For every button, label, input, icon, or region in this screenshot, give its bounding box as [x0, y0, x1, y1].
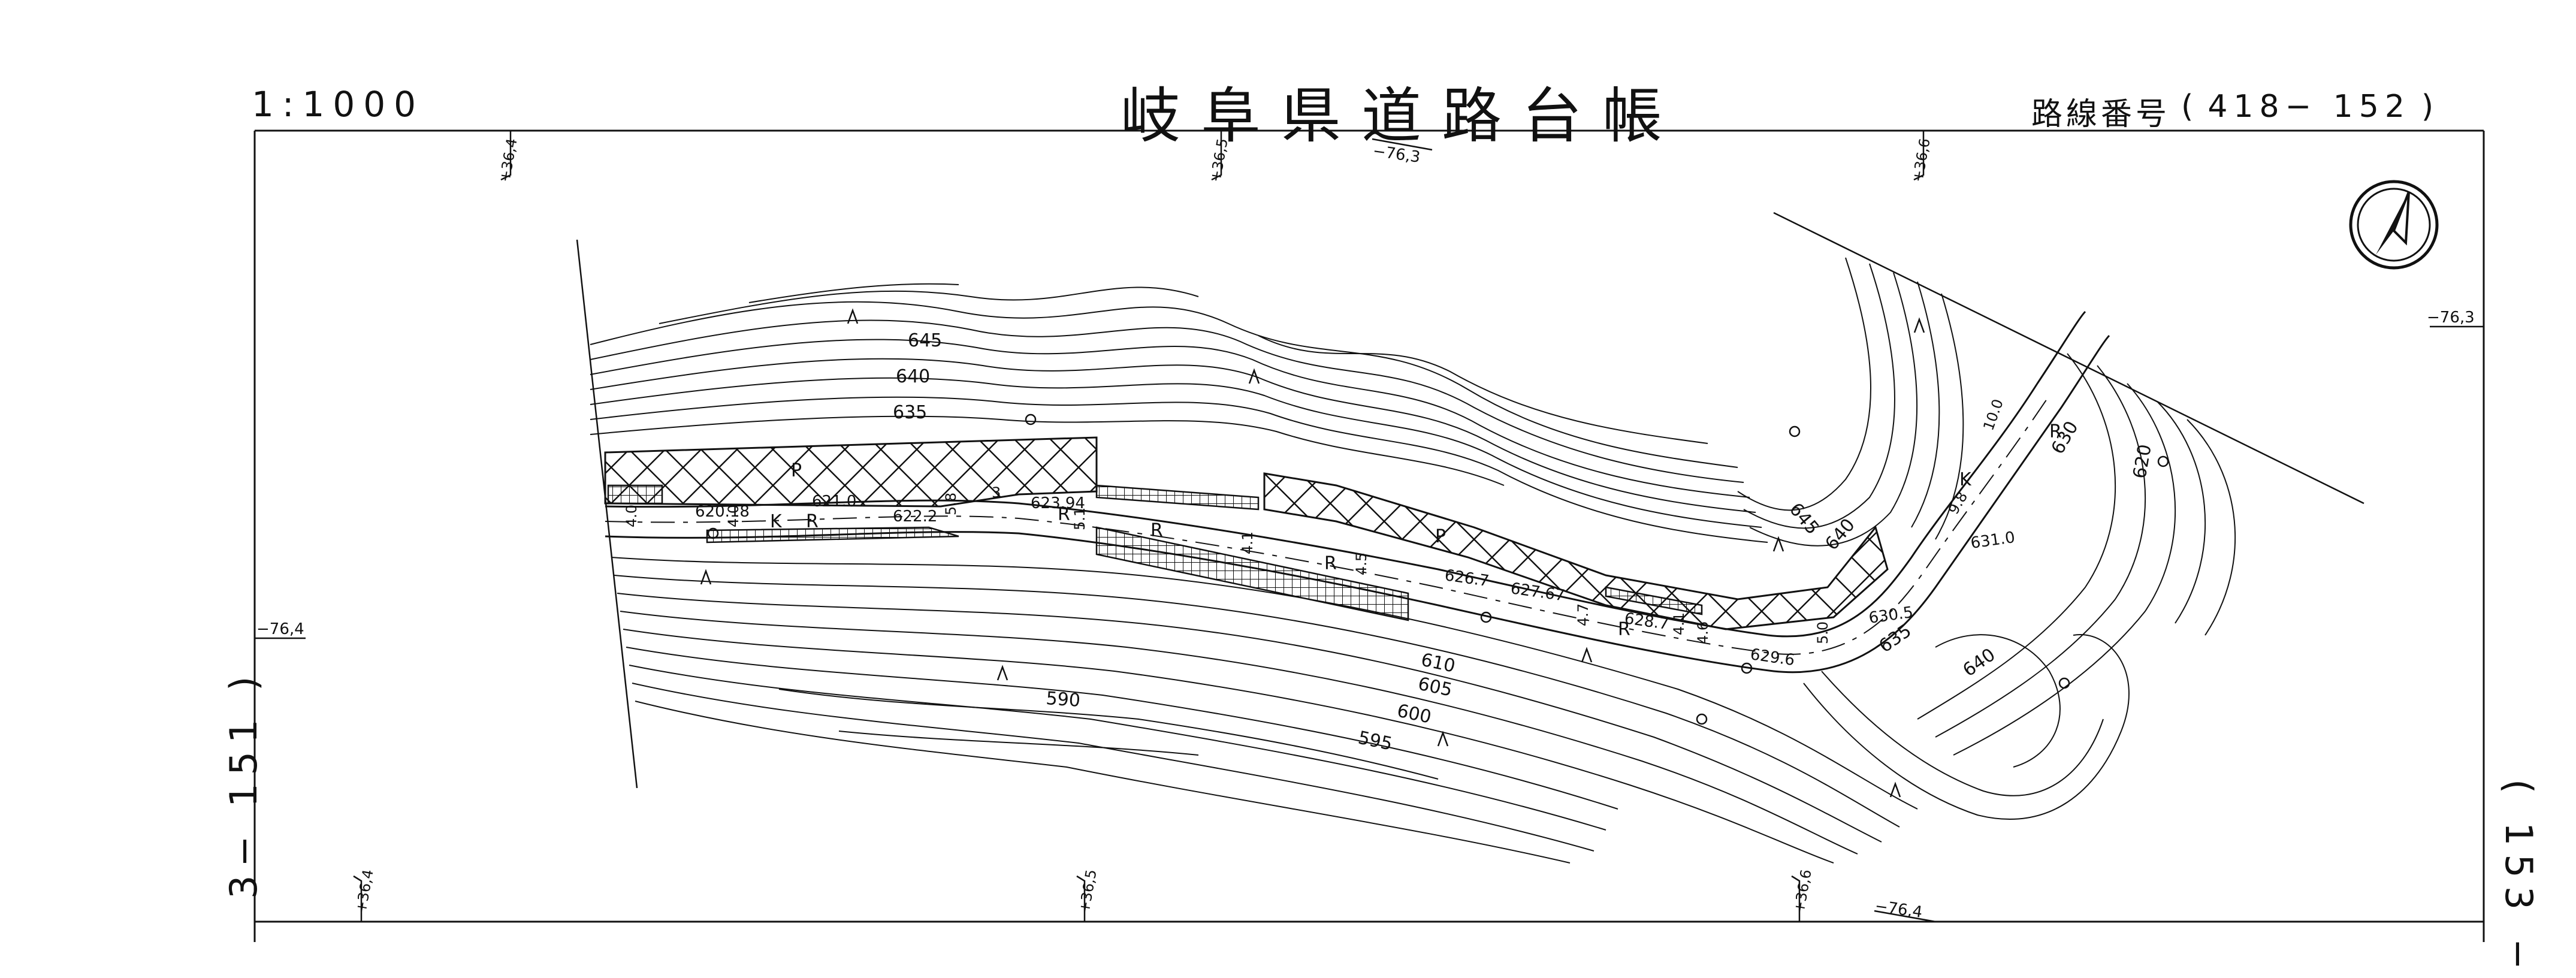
grid-label-top-2: +36,5 — [1207, 137, 1231, 183]
grid-label-right: −76,3 — [2427, 309, 2475, 327]
route-number: 418− 152 — [2207, 89, 2411, 125]
width-label: 9.8 — [1945, 489, 1971, 517]
grid-label-bottom-1: +36,4 — [352, 868, 376, 914]
contour-label: 640 — [896, 366, 930, 387]
elevation-label: 631.0 — [1970, 529, 2016, 553]
width-label: 10.0 — [1980, 397, 2007, 433]
map-drawing: +36,4 +36,5 −76,3 +36,6 −76,3 −76,4 +36,… — [253, 129, 2485, 942]
contour-label: 640 — [1821, 515, 1859, 554]
contour-label: 640 — [1959, 644, 2000, 681]
map-frame — [253, 129, 2485, 942]
width-label: 4.0 — [725, 505, 742, 527]
width-label: 4.1 — [1671, 612, 1687, 635]
elevation-label: 622.2 — [893, 508, 937, 526]
road-symbol: R — [2049, 421, 2062, 442]
contour-label: 595 — [1356, 728, 1394, 755]
road-slopes — [604, 436, 1889, 630]
survey-boundary — [576, 212, 2364, 789]
route-number-block: 路線番号 ( 418− 152 ) — [2031, 89, 2437, 134]
width-label: 5.0 — [1814, 621, 1831, 644]
contours-north — [590, 283, 1768, 543]
elevation-label: 626.7 — [1443, 566, 1490, 590]
width-label: 4.5 — [1353, 553, 1370, 575]
grid-label-bottom-2: +36,5 — [1076, 868, 1100, 914]
contour-label: 635 — [893, 402, 927, 423]
elevation-label: 629.6 — [1749, 645, 1796, 669]
width-label: 4.6 — [1695, 621, 1711, 644]
road-symbol: R — [1618, 619, 1630, 640]
elevation-label: 620.18 — [695, 503, 750, 521]
map-title: 岐阜県道路台帳 — [1121, 81, 1683, 151]
contour-label: 645 — [1785, 499, 1823, 539]
road-symbol: R — [1324, 553, 1337, 574]
contour-label: 600 — [1395, 701, 1433, 728]
contour-label: 645 — [908, 330, 942, 351]
width-label: 3 — [992, 484, 1001, 501]
width-label: 4.7 — [1575, 603, 1591, 626]
road-symbols: K R R R R R R P P K — [770, 421, 2062, 640]
contours-east — [1737, 257, 2236, 820]
grid-ticks — [255, 131, 2484, 923]
road-symbol: P — [791, 460, 802, 481]
grid-label-top-1: +36,4 — [496, 137, 520, 183]
route-open-paren: ( — [2181, 89, 2197, 125]
width-label: 5.8 — [943, 493, 959, 515]
road-symbol: K — [770, 511, 783, 532]
road-symbol: K — [1959, 469, 1972, 490]
width-label: 5.1 — [1071, 508, 1088, 530]
map-marks — [700, 308, 2169, 798]
contour-label: 590 — [1045, 688, 1081, 711]
elevation-label: 621.0 — [812, 493, 856, 511]
route-close-paren: ) — [2421, 89, 2438, 125]
elevation-label: 623.94 — [1031, 494, 1085, 512]
elevation-label: 630.5 — [1868, 603, 1914, 627]
grid-label-left: −76,4 — [256, 620, 304, 638]
grid-label-bottom-4: −76,4 — [1874, 897, 1923, 922]
contour-label: 620 — [2129, 443, 2155, 480]
grid-label-bottom-3: +36,6 — [1790, 868, 1814, 914]
road-symbol: R — [1150, 520, 1163, 541]
road-edges — [605, 310, 2110, 674]
grid-label-top-4: +36,6 — [1909, 137, 1933, 183]
width-label: 4.0 — [623, 505, 640, 527]
road-symbol: P — [1435, 526, 1446, 547]
map-scale: 1:1000 — [252, 84, 425, 125]
road-symbol: R — [1058, 504, 1070, 525]
north-arrow-icon — [2349, 180, 2439, 270]
road-symbol: R — [806, 511, 819, 532]
route-label: 路線番号 — [2031, 96, 2171, 132]
width-label: 4.1 — [1239, 532, 1256, 554]
